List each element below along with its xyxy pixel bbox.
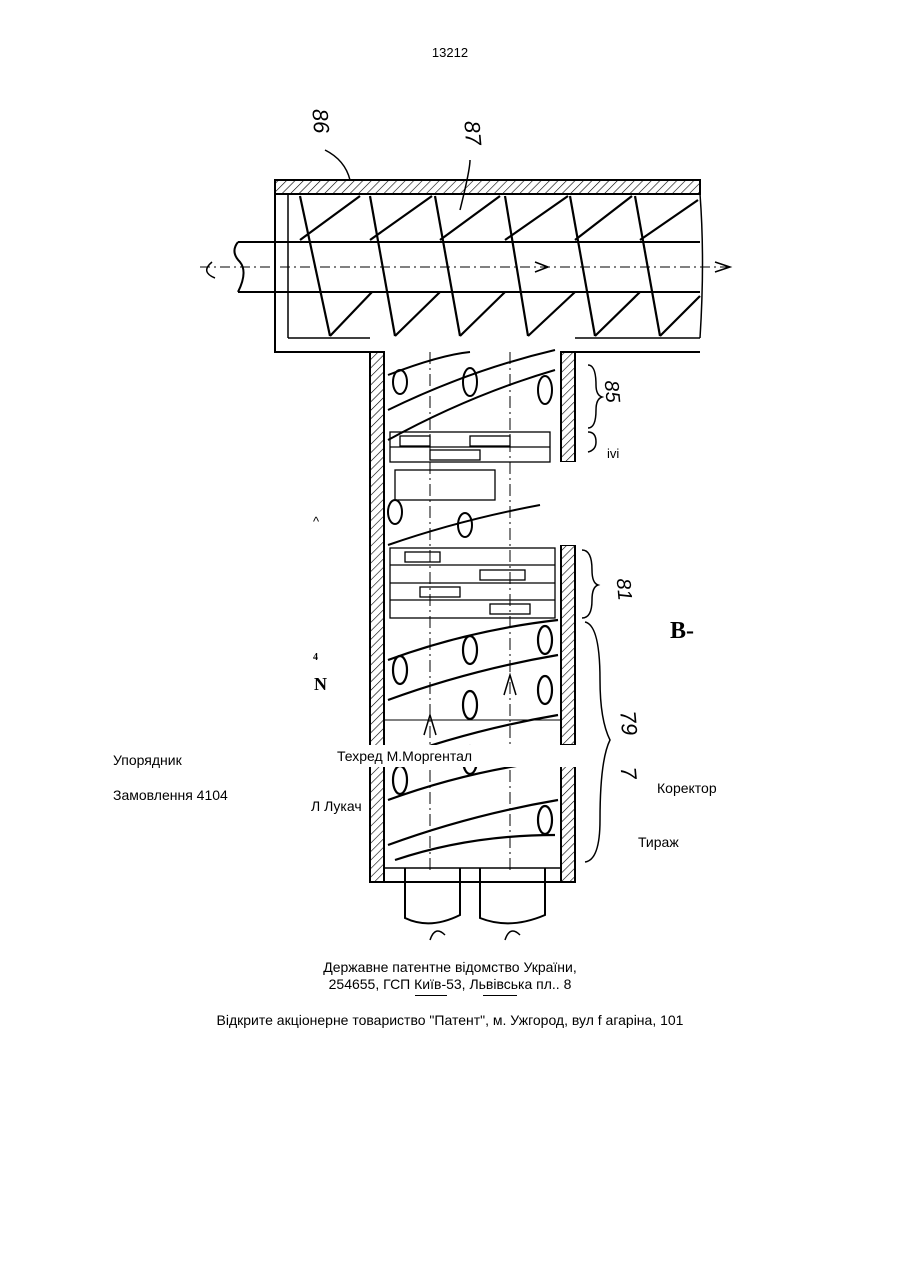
lower-screw-zone — [384, 620, 561, 860]
ocr-artifact-caret: ^ — [313, 514, 319, 529]
ref-label-85: 85 — [599, 379, 624, 403]
techred-label: Техред М.Моргентал — [337, 748, 472, 764]
middle-screw-flights — [388, 500, 540, 545]
footer-office: Державне патентне відомство України, — [0, 959, 900, 975]
footer-address: 254655, ГСП Київ-53, Львівська пл.. 8 — [0, 976, 900, 992]
horizontal-screw-flights — [300, 196, 700, 336]
ocr-artifact-four: 4 — [313, 652, 318, 663]
ocr-artifact-b: B- — [670, 618, 694, 645]
footer-publisher: Відкрите акціонерне товариство "Патент",… — [0, 1012, 900, 1028]
twin-shafts — [405, 868, 545, 940]
print-run-label: Тираж — [638, 834, 679, 850]
ref-label-86: 86 — [306, 108, 334, 135]
author-name: Л Лукач — [311, 798, 362, 814]
ocr-artifact-n: N — [314, 674, 327, 695]
ref-label-7: 7 — [615, 766, 642, 780]
ref-label-81: 81 — [611, 577, 636, 601]
footer-rule-left — [415, 995, 447, 996]
ref-label-87: 87 — [458, 120, 486, 147]
proofreader-label: Коректор — [657, 780, 717, 796]
footer-rule-right — [483, 995, 517, 996]
compiler-label: Упорядник — [113, 752, 182, 768]
order-number: Замовлення 4104 — [113, 787, 228, 803]
ref-label-79: 79 — [614, 710, 642, 737]
ocr-artifact-ivi: ivi — [607, 446, 619, 461]
